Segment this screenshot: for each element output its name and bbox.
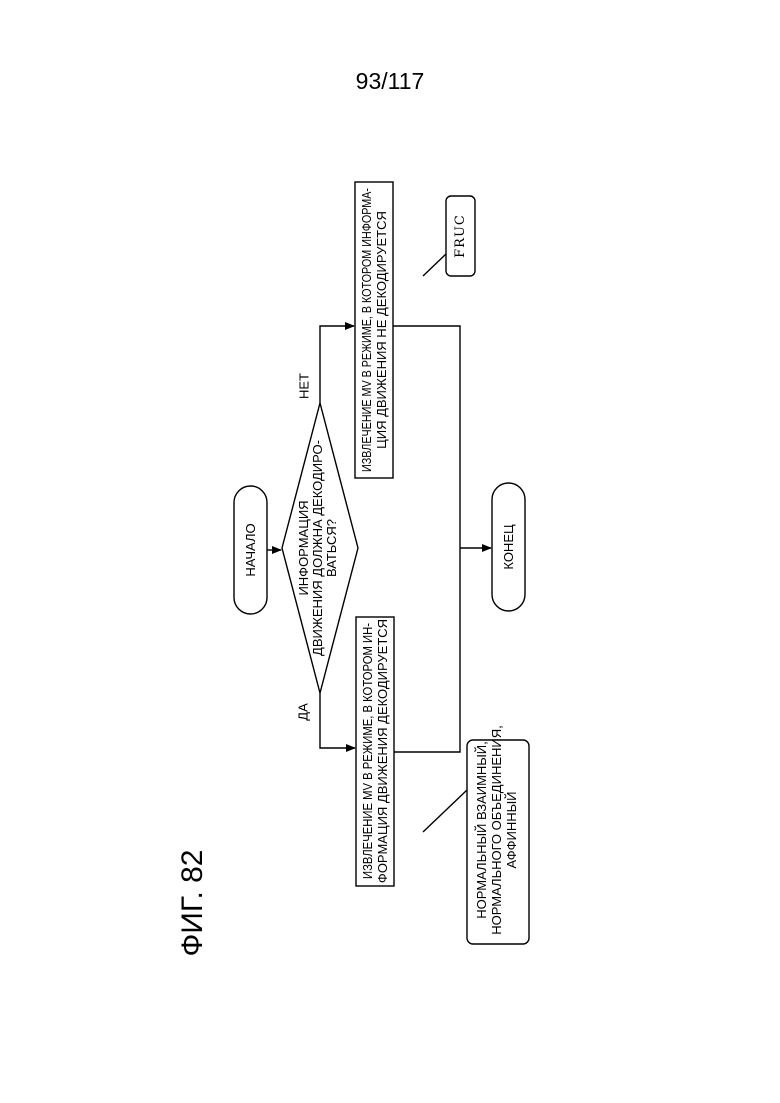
connector-yes-merge — [394, 548, 460, 752]
connector-no — [320, 326, 354, 403]
no-note-leader — [423, 254, 446, 276]
yes-note-leader — [423, 790, 467, 832]
yes-label: ДА — [296, 703, 311, 721]
start-label: НАЧАЛО — [243, 523, 258, 576]
connector-no-merge — [393, 326, 460, 548]
no-note-label: FRUC — [453, 214, 468, 258]
no-label: НЕТ — [297, 373, 312, 399]
yes-box-line-2: ФОРМАЦИЯ ДВИЖЕНИЯ ДЕКОДИРУЕТСЯ — [375, 619, 390, 883]
connector-yes — [320, 693, 355, 748]
end-label: КОНЕЦ — [501, 524, 516, 570]
decision-line-1: ИНФОРМАЦИЯ — [296, 500, 311, 595]
yes-note-line-3: АФФИННЫЙ — [504, 792, 519, 869]
yes-note-line-1: НОРМАЛЬНЫЙ ВЗАИМНЫЙ, — [474, 741, 489, 919]
yes-box-line-1: ИЗВЛЕЧЕНИЕ MV В РЕЖИМЕ, В КОТОРОМ ИН- — [360, 623, 375, 879]
no-box-line-1: ИЗВЛЕЧЕНИЕ MV В РЕЖИМЕ, В КОТОРОМ ИНФОРМ… — [359, 188, 374, 472]
yes-note-line-2: НОРМАЛЬНОГО ОБЪЕДИНЕНИЯ, — [489, 725, 504, 935]
no-box-line-2: ЦИЯ ДВИЖЕНИЯ НЕ ДЕКОДИРУЕТСЯ — [374, 211, 389, 449]
decision-line-3: ВАТЬСЯ? — [324, 519, 339, 577]
decision-line-2: ДВИЖЕНИЯ ДОЛЖНА ДЕКОДИРО- — [310, 440, 325, 656]
